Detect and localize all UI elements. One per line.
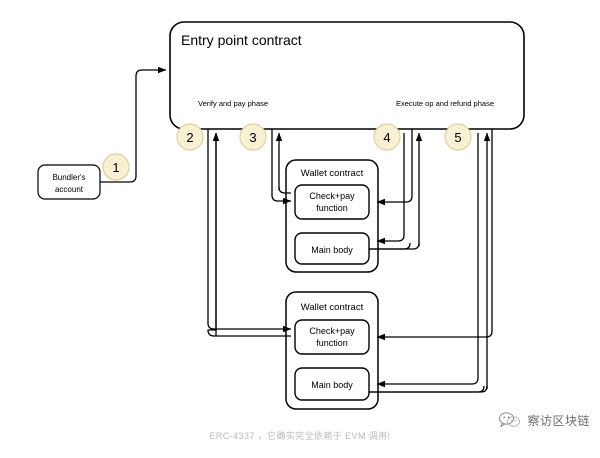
wallet-1-main-body-label: Main body (311, 245, 353, 255)
wallet-contract-2: Wallet contract Check+pay function Main … (285, 291, 379, 410)
step-badge-5: 5 (444, 123, 472, 151)
step-badge-3-label: 3 (249, 130, 256, 145)
flow-step-2-return (207, 132, 291, 337)
watermark: 察访区块链 (498, 411, 590, 429)
wallet-1-check-pay-box (294, 184, 370, 220)
step-badge-3: 3 (239, 123, 267, 151)
wallet-2-title: Wallet contract (301, 302, 364, 313)
bundler-account: Bundler's account (37, 164, 101, 200)
flow-step-3-call (271, 129, 292, 205)
step-badge-5-label: 5 (454, 130, 461, 145)
watermark-text: 察访区块链 (527, 413, 590, 428)
bundler-account-label-line2: account (55, 185, 84, 194)
flow-step-1 (100, 66, 167, 183)
step-badge-4: 4 (373, 123, 401, 151)
entry-point-box (169, 21, 525, 130)
wechat-logo-icon (499, 412, 521, 428)
flow-step-2-call (207, 129, 292, 333)
wallet-1-check-pay-label-line1: Check+pay (309, 191, 355, 201)
step-badge-4-circle (373, 123, 401, 151)
step-badge-4-label: 4 (383, 130, 390, 145)
flow-step-5-mainbody-call (376, 133, 479, 388)
wallet-contract-1: Wallet contract Check+pay function Main … (285, 159, 379, 273)
step-badge-1: 1 (102, 153, 130, 181)
wallet-2-check-pay-label-line1: Check+pay (309, 326, 355, 336)
wallet-2-box (285, 291, 379, 410)
flow-step-4-return-link (369, 242, 420, 250)
flow-step-4-call (376, 129, 413, 206)
flow-step-4-return (369, 242, 411, 250)
step-badge-1-label: 1 (112, 160, 119, 175)
step-badge-2-label: 2 (186, 130, 193, 145)
flow-step-5-call (376, 129, 493, 341)
wallet-2-check-pay-label-line2: function (316, 338, 348, 348)
wallet-1-title: Wallet contract (301, 168, 364, 179)
wallet-2-main-body-label: Main body (311, 380, 353, 390)
step-badge-2-circle (176, 123, 204, 151)
step-badge-5-circle (444, 123, 472, 151)
wallet-2-check-pay-box (294, 319, 370, 355)
flow-step-4-mainbody-call (376, 133, 405, 245)
flow-step-5-return (369, 385, 485, 393)
phase-label-verify: Verify and pay phase (198, 99, 268, 108)
diagram-caption: ERC-4337 ，它确实完全依赖于 EVM 调用! (209, 431, 391, 441)
wallet-1-box (285, 159, 379, 273)
wallet-1-check-pay-label-line2: function (316, 203, 348, 213)
phase-label-execute: Execute op and refund phase (396, 99, 494, 108)
step-badge-3-circle (239, 123, 267, 151)
step-badge-1-circle (102, 153, 130, 181)
flow-step-3-return (278, 186, 291, 194)
entry-point-title: Entry point contract (181, 32, 302, 48)
entry-point-contract: Entry point contract Verify and pay phas… (169, 21, 525, 130)
wallet-2-main-body-box (294, 367, 370, 401)
step-badge-2: 2 (176, 123, 204, 151)
bundler-account-label-line1: Bundler's (52, 173, 85, 182)
flow-step-5-return-link (369, 385, 488, 393)
